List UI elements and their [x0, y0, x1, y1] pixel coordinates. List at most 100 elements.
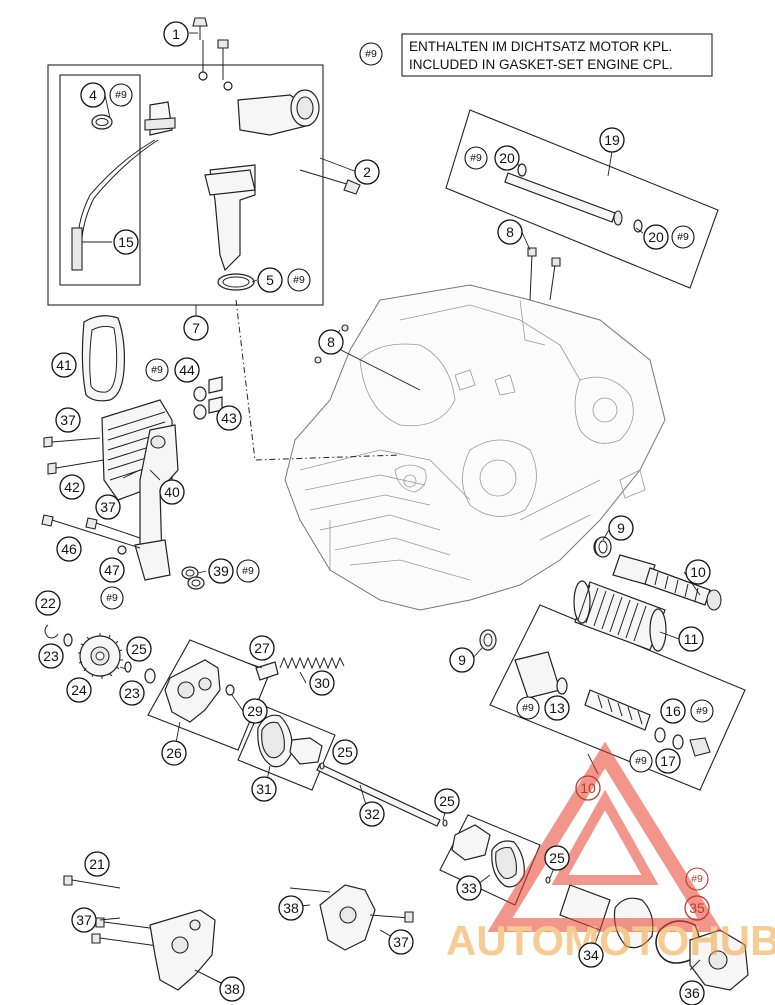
callout-c20a: 20	[494, 145, 520, 171]
callout-c34: 34	[578, 942, 604, 968]
callout-c47: 47	[99, 557, 125, 583]
callout-circle	[629, 749, 653, 773]
callout-c9b: 9	[449, 647, 475, 673]
callout-c31: 31	[251, 776, 277, 802]
oil-filter-parts	[479, 536, 722, 652]
callout-label: 27	[254, 640, 270, 656]
oil-filter-insert-frame	[489, 604, 746, 791]
callout-label: #9	[696, 705, 708, 717]
callout-label: #9	[691, 873, 703, 885]
callout-circle	[332, 739, 358, 765]
callout-c17r: #9	[629, 749, 653, 773]
callout-circle	[655, 748, 681, 774]
callout-label: 23	[43, 648, 59, 664]
callout-circle	[59, 474, 85, 500]
callout-circle	[145, 358, 169, 382]
callout-c36: 36	[679, 980, 705, 1005]
callout-circle	[388, 929, 414, 955]
callout-c38a: 38	[278, 895, 304, 921]
callout-c25c: 25	[434, 788, 460, 814]
callout-circle	[359, 801, 385, 827]
callout-c22: 22	[35, 590, 61, 616]
callout-label: 37	[76, 912, 92, 928]
callout-c27: 27	[249, 635, 275, 661]
callout-circle	[219, 976, 245, 1002]
callout-label: 10	[580, 780, 596, 796]
callout-circle	[84, 851, 110, 877]
callout-label: 43	[221, 410, 237, 426]
callout-c35r: #9	[685, 867, 709, 891]
callout-c37b: 37	[95, 494, 121, 520]
callout-c10b: 10	[575, 775, 601, 801]
callout-circle	[38, 643, 64, 669]
callout-c39r: #9	[236, 559, 260, 583]
callout-circle	[309, 670, 335, 696]
callout-label: 37	[60, 412, 76, 428]
callout-c15: 15	[113, 229, 139, 255]
callout-c19r: #9	[464, 146, 488, 170]
callout-c44: 44	[174, 357, 200, 383]
oil-filler-assembly	[47, 17, 401, 461]
callout-circle	[55, 407, 81, 433]
callout-circle	[109, 83, 133, 107]
callout-label: 16	[665, 703, 681, 719]
callout-label: 20	[499, 150, 515, 166]
callout-circle	[671, 225, 695, 249]
callout-circle	[163, 21, 189, 47]
callout-circle	[66, 677, 92, 703]
callout-circle	[174, 357, 200, 383]
callout-c16: 16	[660, 698, 686, 724]
callout-circle	[71, 907, 97, 933]
callout-label: 31	[256, 781, 272, 797]
callout-c5: 5	[257, 267, 283, 293]
callout-label: 41	[56, 357, 72, 373]
callout-label: 29	[247, 703, 263, 719]
callout-circle	[578, 942, 604, 968]
callout-label: 21	[89, 856, 105, 872]
callout-circle	[456, 875, 482, 901]
callout-circle	[183, 315, 209, 341]
callout-circle	[278, 895, 304, 921]
engine-crankcase	[284, 284, 666, 611]
callout-circle	[599, 127, 625, 153]
watermark-triangle	[487, 741, 723, 932]
callout-label: 10	[690, 564, 706, 580]
callout-c10a: 10	[685, 559, 711, 585]
callout-c39: 39	[208, 558, 234, 584]
callout-circle	[497, 219, 523, 245]
callout-label: 36	[684, 985, 700, 1001]
callout-circle	[51, 352, 77, 378]
callout-label: 11	[684, 631, 699, 647]
callout-circle	[318, 329, 344, 355]
callout-label: 24	[71, 682, 87, 698]
callout-circle	[464, 146, 488, 170]
gasket-set-note: ENTHALTEN IM DICHTSATZ MOTOR KPL. INCLUD…	[401, 33, 713, 77]
callout-c23b: 23	[119, 680, 145, 706]
callout-label: 23	[124, 685, 140, 701]
callout-c25a: 25	[126, 636, 152, 662]
callout-label: 25	[439, 793, 455, 809]
callout-label: #9	[677, 231, 689, 243]
callout-label: 2	[363, 164, 371, 180]
callout-label: #9	[151, 364, 163, 376]
watermark-text: AUTOMOTOHUB	[446, 917, 775, 964]
callout-c13r: #9	[516, 696, 540, 720]
callout-circle	[685, 867, 709, 891]
callout-circle	[257, 267, 283, 293]
note-line-en: INCLUDED IN GASKET-SET ENGINE CPL.	[409, 57, 673, 72]
oil-pump-rotor-frame	[237, 704, 448, 827]
callout-c2: 2	[354, 159, 380, 185]
callout-circle	[80, 82, 106, 108]
callout-label: 42	[64, 479, 80, 495]
callout-c46: 46	[56, 536, 82, 562]
oil-cooler-assembly	[41, 315, 223, 590]
callout-label: 26	[166, 745, 182, 761]
callout-c8a: 8	[497, 219, 523, 245]
callout-label: 30	[314, 675, 330, 691]
callout-label: 8	[327, 334, 335, 350]
callout-label: #9	[242, 565, 254, 577]
callout-c4r: #9	[109, 83, 133, 107]
callout-circle	[242, 698, 268, 724]
